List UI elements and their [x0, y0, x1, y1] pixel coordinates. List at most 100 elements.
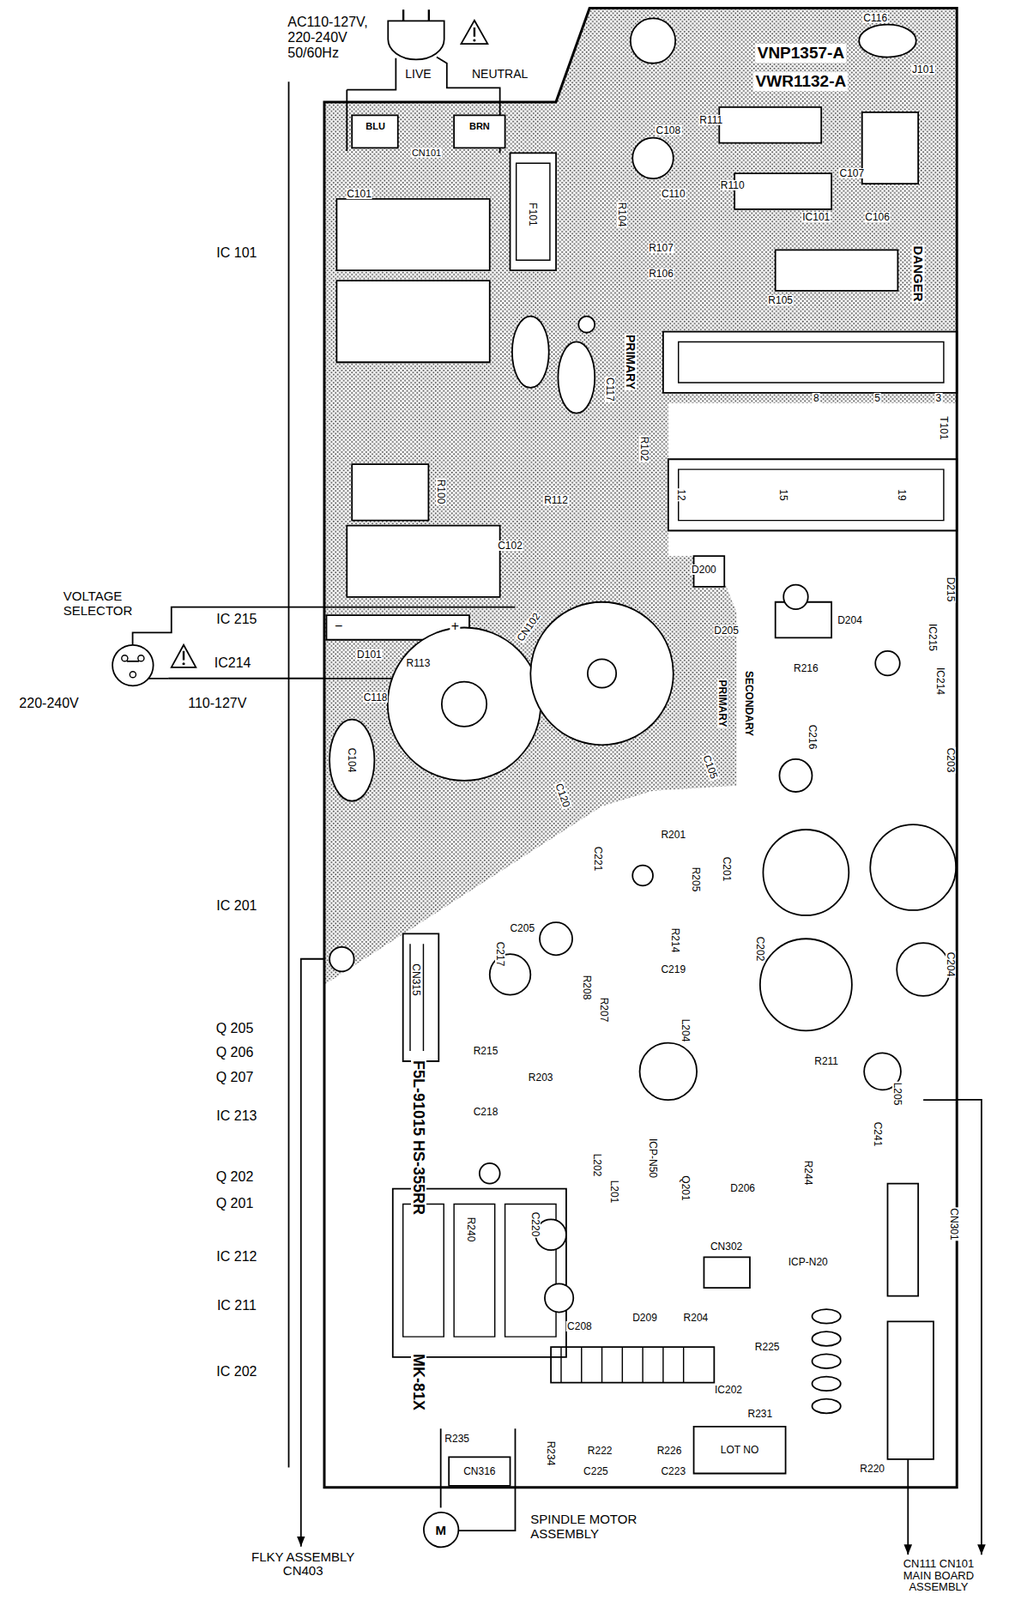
component-label: R235 [443, 1433, 471, 1445]
capacitor-symbol [387, 627, 541, 780]
jumper-pad [578, 316, 595, 333]
connector-title: FLKY ASSEMBLY CN403 [238, 1550, 368, 1579]
component-label: R231 [747, 1408, 774, 1420]
part-reference: Q 206 [215, 1045, 255, 1060]
component-label: C101 [345, 188, 373, 200]
capacitor-symbol [632, 138, 674, 180]
component-label: J101 [911, 64, 936, 75]
resistor-symbol [812, 1377, 841, 1392]
part-reference: IC 215 [215, 612, 258, 627]
capacitor-symbol [441, 682, 487, 727]
component-label: C223 [659, 1466, 687, 1477]
motor-symbol-letter: M [435, 1522, 447, 1538]
component-label: C221 [592, 845, 604, 873]
component-label: CN301 [948, 1207, 960, 1241]
component-label: C116 [862, 12, 889, 24]
pcb-board: VNP1357-AVWR1132-A [324, 102, 957, 1488]
component-label: IC215 [927, 622, 938, 653]
component-label: R106 [647, 268, 675, 279]
component-label: CN101 [410, 148, 442, 158]
resistor-symbol [812, 1309, 841, 1324]
resistor-symbol [812, 1353, 841, 1369]
board-number: VWR1132-A [754, 72, 849, 91]
capacitor-symbol [587, 658, 617, 688]
transistor-symbol [539, 922, 573, 955]
component-label: R240 [465, 1215, 477, 1243]
component-label: IC101 [801, 211, 831, 223]
capacitor-symbol [512, 316, 550, 388]
connector-title: CN111 CN101 MAIN BOARD ASSEMBLY [891, 1558, 986, 1594]
part-reference: IC214 [213, 656, 253, 671]
component-label: C105 [700, 753, 720, 782]
part-reference: Q 205 [215, 1021, 255, 1036]
transistor-symbol [479, 1163, 501, 1185]
motor-title: SPINDLE MOTOR ASSEMBLY [530, 1511, 651, 1542]
capacitor-symbol [858, 24, 917, 58]
voltage-selector: VOLTAGE SELECTOR [63, 586, 169, 689]
area-marking: PRIMARY [624, 333, 637, 391]
component-label: C107 [839, 168, 866, 179]
component-label: C208 [566, 1321, 593, 1332]
warning-dot [472, 38, 476, 42]
voltage-setting: 110-127V [187, 696, 248, 711]
selector-body [112, 644, 154, 686]
wire-color: BRN [468, 121, 491, 132]
component-label: R208 [581, 974, 593, 1002]
wire-connector [956, 1099, 982, 1555]
capacitor-symbol [896, 942, 950, 997]
part-reference: IC 202 [215, 1365, 258, 1379]
component-label: C108 [655, 125, 683, 136]
component-label: R216 [792, 663, 820, 674]
component-label: C106 [863, 211, 891, 223]
capacitor-symbol [870, 824, 956, 911]
part-reference: IC 212 [215, 1250, 258, 1264]
component-label: C104 [346, 747, 357, 774]
component-label: D204 [836, 615, 864, 626]
capacitor-symbol [329, 719, 375, 802]
component-label: R105 [767, 295, 794, 306]
selector-symbol [112, 644, 154, 686]
component-label: C203 [945, 747, 956, 774]
board-marking: MK-81X [410, 1353, 427, 1412]
wire-connector [906, 1487, 909, 1555]
board-number: VNP1357-A [755, 43, 846, 63]
part-reference: IC 213 [215, 1109, 258, 1124]
component-label: CN102 [514, 610, 543, 645]
component-label: D200 [690, 564, 718, 575]
motor-circle [422, 1512, 458, 1547]
selector-contact [129, 670, 136, 677]
component-label: C218 [472, 1106, 500, 1118]
component-label: R113 [405, 658, 432, 669]
board-base [324, 8, 957, 1489]
resistor-symbol [812, 1399, 841, 1414]
plug-body [387, 20, 444, 60]
component-label: C219 [659, 964, 687, 975]
component-label: IC214 [935, 666, 946, 696]
component-outline [326, 107, 958, 1487]
component-label: R110 [719, 180, 746, 191]
component-label: D101 [356, 649, 383, 660]
component-label: R100 [435, 478, 447, 506]
part-reference: Q 207 [215, 1070, 255, 1085]
component-label: CN302 [709, 1241, 744, 1252]
component-label: CN315 [410, 962, 422, 997]
component-label: C110 [660, 188, 687, 200]
wire-connector [168, 677, 325, 680]
component-label: R204 [682, 1312, 710, 1324]
component-label: R244 [803, 1160, 814, 1187]
connector-callout: CN111 CN101 MAIN BOARD ASSEMBLY [888, 1554, 989, 1596]
warning-text: DANGER [912, 244, 925, 303]
pin-number: 19 [896, 488, 907, 502]
component-label: C220 [530, 1211, 541, 1239]
connector-callout: FLKY ASSEMBLY CN403 [235, 1546, 370, 1582]
capacitor-symbol [544, 1283, 574, 1312]
component-label: Q201 [680, 1175, 691, 1203]
area-marking: PRIMARY [717, 679, 728, 729]
component-label: C117 [604, 376, 616, 403]
lead-line [288, 81, 291, 1468]
component-label: R214 [670, 927, 681, 955]
pin-number: 15 [778, 488, 789, 502]
